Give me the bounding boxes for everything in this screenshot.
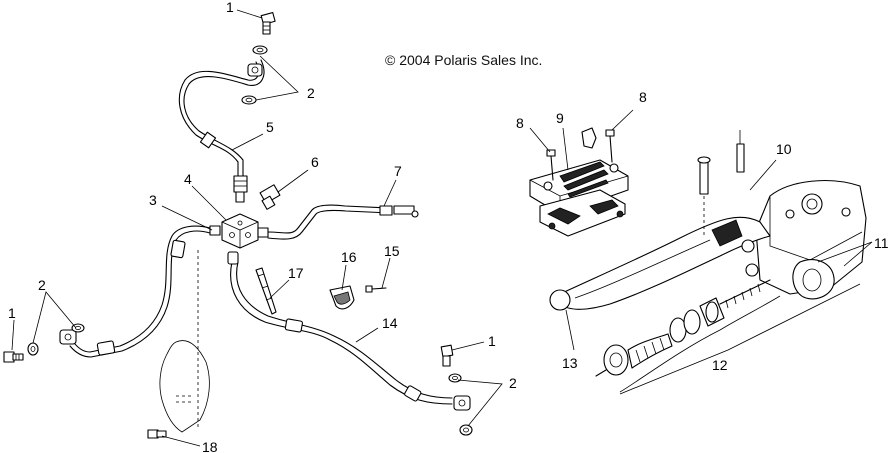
screw-18: [147, 429, 167, 439]
callout-1-left: 1: [8, 305, 16, 321]
banjo-bolt-left: [3, 351, 24, 363]
callout-12: 12: [712, 357, 728, 373]
callout-2-top: 2: [307, 85, 315, 101]
callout-1-top: 1: [226, 0, 234, 15]
callout-15: 15: [384, 243, 400, 259]
pivot-pins: [697, 130, 745, 236]
banjo-bolt-top: [260, 12, 276, 35]
callout-9: 9: [556, 110, 564, 126]
callout-3: 3: [149, 192, 157, 208]
brake-line-3: [59, 225, 211, 358]
callout-1-right: 1: [488, 333, 496, 349]
master-cylinder-body: [755, 180, 867, 300]
reservoir-cap: [529, 159, 629, 215]
hose-clip-17: [255, 267, 277, 315]
callout-2-right: 2: [509, 375, 517, 391]
screws-8: [546, 127, 615, 181]
leader-lines-left: [11, 9, 503, 447]
callout-7: 7: [394, 163, 402, 179]
callout-2-left: 2: [38, 277, 46, 293]
lever-13: [549, 216, 771, 311]
callout-8-right: 8: [639, 89, 647, 105]
washers-top: [241, 45, 268, 105]
brake-line-upper: [178, 59, 265, 203]
copyright-notice: © 2004 Polaris Sales Inc.: [385, 52, 543, 68]
callout-14: 14: [382, 315, 398, 331]
callout-5: 5: [266, 119, 274, 135]
callout-17: 17: [288, 265, 304, 281]
brake-line-7: [267, 204, 419, 240]
piston-kit-12: [595, 279, 781, 393]
callout-4: 4: [184, 171, 192, 187]
caliper-outline: [159, 250, 210, 433]
washers-right: [448, 373, 473, 436]
callout-8-left: 8: [516, 115, 524, 131]
washers-left: [27, 323, 85, 356]
distribution-block: [209, 213, 269, 249]
brake-line-14: [227, 251, 471, 411]
callout-13: 13: [562, 355, 578, 371]
bracket-16: [329, 285, 355, 310]
callout-11: 11: [874, 235, 889, 251]
callout-10: 10: [776, 141, 792, 157]
callout-6: 6: [311, 154, 319, 170]
banjo-bolt-right: [440, 344, 454, 367]
leader-lines-right: [529, 109, 873, 395]
screw-15: [365, 285, 387, 293]
fitting-6: [259, 184, 281, 210]
callout-16: 16: [341, 249, 357, 265]
diaphragm: [539, 189, 626, 237]
callout-18: 18: [202, 439, 218, 453]
